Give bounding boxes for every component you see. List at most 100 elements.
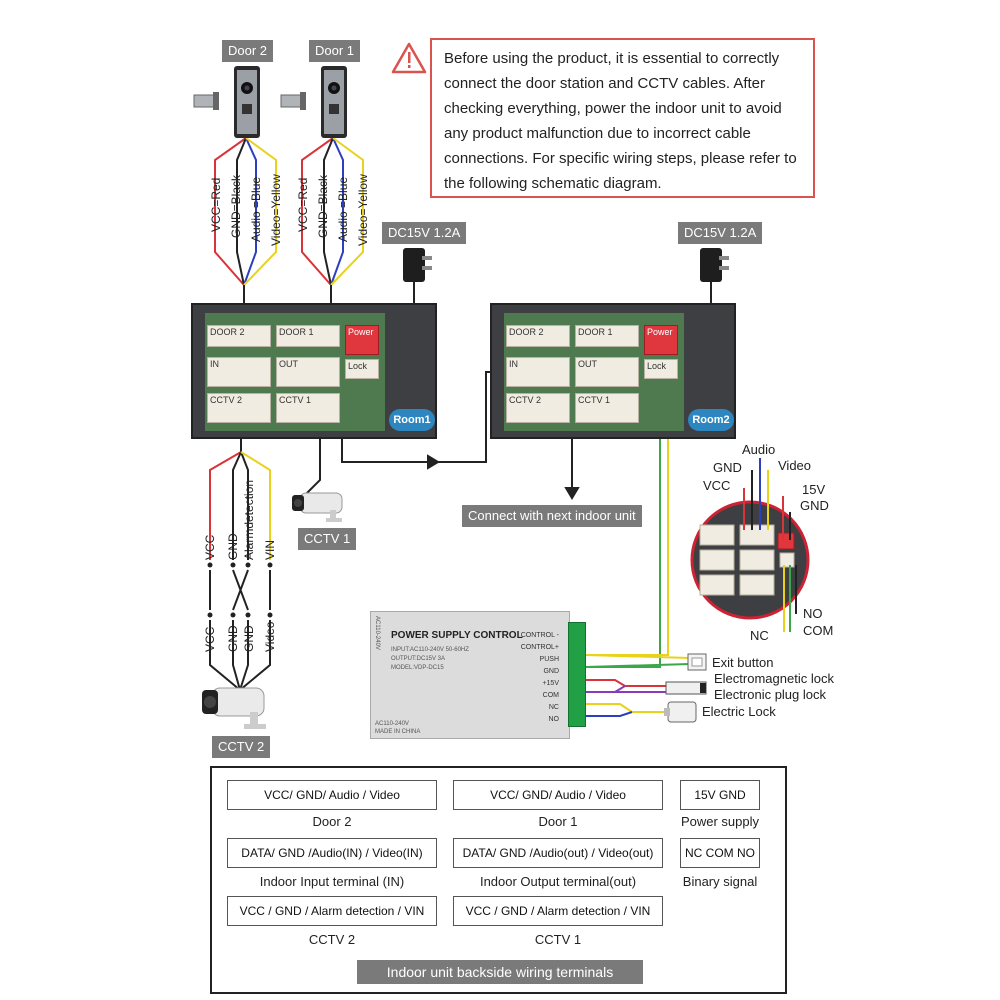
port-label: IN — [509, 359, 518, 369]
cctv2-upper-gnd: GND — [226, 533, 240, 560]
legend-out-caption: Indoor Output terminal(out) — [479, 874, 637, 889]
detail-video-label: Video — [778, 458, 812, 473]
psu-terminal-com: COM — [542, 692, 559, 699]
psu-terminal-nc: NC — [548, 704, 559, 711]
electronic-plug-lock-label: Electronic plug lock — [714, 687, 826, 702]
electric-lock-label: Electric Lock — [702, 704, 776, 719]
psu-terminal-block — [568, 622, 586, 727]
psu-terminal-control-plus: CONTROL+ — [520, 644, 559, 651]
legend-cctv1-box: VCC / GND / Alarm detection / VIN — [453, 896, 663, 926]
detail-gnd2-label: GND — [800, 498, 829, 513]
next-unit-tag: Connect with next indoor unit — [462, 505, 642, 527]
door2-station-image — [193, 66, 260, 138]
room2-badge: Room2 — [688, 409, 734, 431]
port-label: DOOR 1 — [279, 327, 314, 337]
door2-wire-label-gnd: GND=Black — [229, 174, 243, 238]
door1-tag: Door 1 — [309, 40, 361, 62]
legend-cctv2-box: VCC / GND / Alarm detection / VIN — [227, 896, 437, 926]
cctv2-lower-vcc: VCC — [203, 626, 217, 652]
door2-wires — [214, 137, 277, 325]
psu-terminal-control-minus: CONTROL - — [520, 632, 559, 639]
legend-power-caption: Power supply — [680, 814, 760, 829]
electromagnetic-lock-image — [665, 681, 707, 695]
detail-com-label: COM — [803, 623, 834, 638]
psu-line-1: INPUT:AC110-240V 50-60HZ — [391, 647, 469, 653]
warning-box: Before using the product, it is essentia… — [430, 38, 815, 198]
door1-wire-label-audio: Audio =Blue — [336, 176, 350, 242]
cctv2-upper-vin: VIN — [263, 539, 277, 560]
port-label: OUT — [578, 359, 597, 369]
port-door1: DOOR 1 — [276, 325, 340, 347]
cctv2-camera-image — [202, 687, 266, 729]
cctv2-wires — [209, 402, 271, 691]
indoor-unit-room2: DOOR 2 DOOR 1 Power IN OUT Lock CCTV 2 C… — [490, 303, 736, 439]
legend-in-caption: Indoor Input terminal (IN) — [259, 874, 405, 889]
door1-wire-label-vcc: VCC=Red — [296, 177, 310, 232]
psu-to-locks — [586, 679, 668, 717]
port-in: IN — [207, 357, 271, 387]
power-supply-control: AC110-240V POWER SUPPLY CONTROL INPUT:AC… — [370, 611, 570, 739]
detail-wires — [743, 458, 797, 632]
cctv2-upper-vcc: VCC — [203, 534, 217, 560]
door1-wire-label-video: Video=Yellow — [356, 174, 370, 246]
port-cctv2: CCTV 2 — [207, 393, 271, 423]
exit-button-label: Exit button — [712, 655, 774, 670]
legend-power-box: 15V GND — [680, 780, 760, 810]
door2-wire-label-vcc: VCC=Red — [209, 177, 223, 232]
legend-door2-box: VCC/ GND/ Audio / Video — [227, 780, 437, 810]
psu-title: POWER SUPPLY CONTROL — [391, 630, 523, 641]
psu-terminal-15v: +15V — [542, 680, 559, 687]
cctv1-tag: CCTV 1 — [298, 528, 357, 550]
port-label: CCTV 2 — [210, 395, 243, 405]
detail-gnd-label: GND — [713, 460, 742, 475]
detail-vcc-label: VCC — [703, 478, 731, 493]
psu-bottom-1: AC110-240V — [375, 721, 409, 727]
port-label: CCTV 1 — [279, 395, 312, 405]
port-out: OUT — [575, 357, 639, 387]
cctv2-tag: CCTV 2 — [212, 736, 271, 758]
legend-title: Indoor unit backside wiring terminals — [357, 960, 643, 984]
port-label: Power — [348, 327, 374, 337]
electromagnetic-lock-label: Electromagnetic lock — [714, 671, 834, 686]
legend-out-box: DATA/ GND /Audio(out) / Video(out) — [453, 838, 663, 868]
port-cctv2: CCTV 2 — [506, 393, 570, 423]
detail-15v-label: 15V — [802, 482, 826, 497]
port-label: Lock — [348, 361, 368, 371]
port-power: Power — [644, 325, 678, 355]
legend-cctv1-caption: CCTV 1 — [534, 932, 582, 947]
detail-audio-label: Audio — [742, 442, 776, 457]
warning-text: Before using the product, it is essentia… — [444, 50, 797, 192]
door1-station-image — [280, 66, 347, 138]
legend-binary-caption: Binary signal — [682, 874, 758, 889]
door2-wire-label-video: Video=Yellow — [269, 174, 283, 246]
port-label: Lock — [647, 361, 667, 371]
door1-wire-label-gnd: GND=Black — [316, 174, 330, 238]
psu-terminal-no: NO — [548, 716, 560, 723]
port-cctv1: CCTV 1 — [575, 393, 639, 423]
port-label: OUT — [279, 359, 298, 369]
warning-icon — [391, 42, 427, 74]
legend-door2-caption: Door 2 — [312, 814, 352, 829]
port-cctv1: CCTV 1 — [276, 393, 340, 423]
psu-terminal-push: PUSH — [539, 656, 559, 663]
adapter1-tag: DC15V 1.2A — [382, 222, 467, 244]
door1-wires — [301, 137, 364, 325]
room1-badge: Room1 — [389, 409, 435, 431]
port-out: OUT — [276, 357, 340, 387]
cctv2-lower-gnd: GND — [226, 625, 240, 652]
port-label: CCTV 1 — [578, 395, 611, 405]
port-label: DOOR 2 — [509, 327, 544, 337]
psu-line-2: OUTPUT:DC15V 3A — [391, 656, 446, 662]
legend-frame — [210, 766, 787, 994]
exit-button-image — [687, 653, 707, 671]
psu-line-3: MODEL:VDP-DC15 — [391, 665, 444, 671]
door2-tag: Door 2 — [222, 40, 274, 62]
port-label: DOOR 1 — [578, 327, 613, 337]
detail-nc-label: NC — [750, 628, 769, 643]
port-door2: DOOR 2 — [207, 325, 271, 347]
adapter2-image — [700, 248, 729, 282]
legend-binary-box: NC COM NO — [680, 838, 760, 868]
legend-cctv2-caption: CCTV 2 — [308, 932, 356, 947]
port-in: IN — [506, 357, 570, 387]
psu-bottom-2: MADE IN CHINA — [375, 729, 421, 735]
